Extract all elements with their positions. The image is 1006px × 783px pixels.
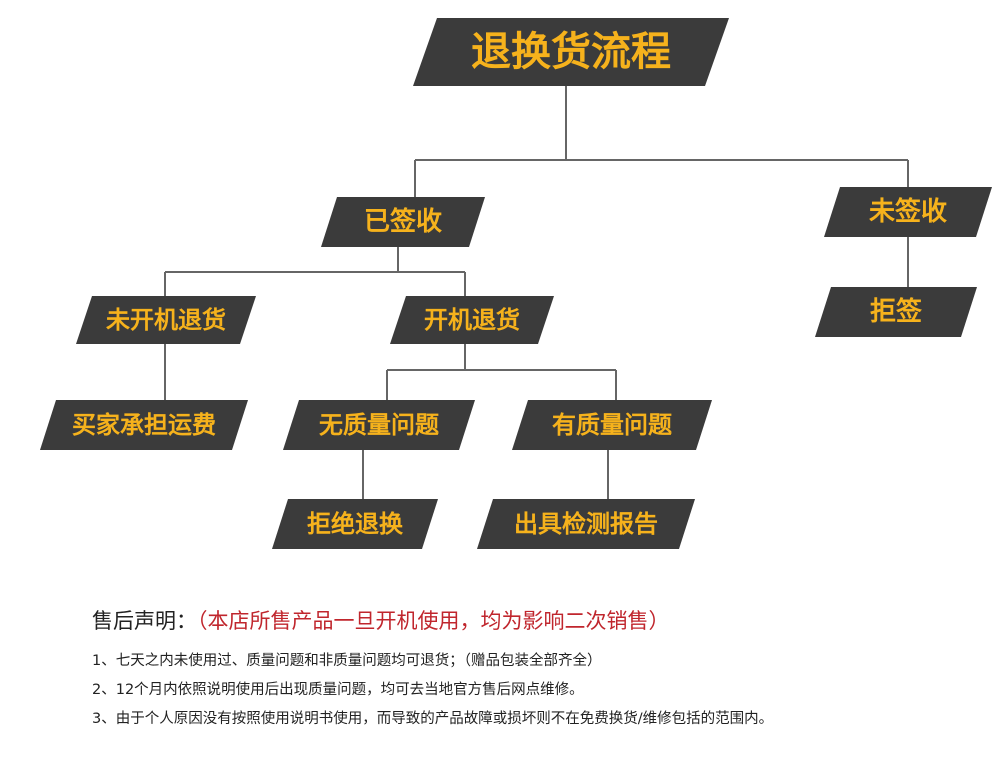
node-buyer-pays-shipping-label: 买家承担运费: [72, 411, 216, 439]
node-inspection-report: 出具检测报告: [477, 499, 695, 549]
node-powered-return: 开机退货: [390, 296, 554, 344]
node-has-quality-issue-label: 有质量问题: [552, 411, 672, 439]
node-refuse-exchange-shape: [272, 499, 438, 549]
flowchart-title-box: 退换货流程: [413, 18, 729, 86]
node-no-quality-issue: 无质量问题: [283, 400, 475, 450]
node-not-powered-return-shape: [76, 296, 256, 344]
node-refuse-exchange: 拒绝退换: [272, 499, 438, 549]
node-has-quality-issue-shape: [512, 400, 712, 450]
node-signed: 已签收: [321, 197, 485, 247]
notice-line-1: 1、七天之内未使用过、质量问题和非质量问题均可退货；（赠品包装全部齐全）: [92, 653, 602, 669]
node-unsigned: 未签收: [824, 187, 992, 237]
notice-label: 售后声明：: [92, 609, 197, 633]
node-not-powered-return: 未开机退货: [76, 296, 256, 344]
node-signed-shape: [321, 197, 485, 247]
node-reject-shape: [815, 287, 977, 337]
node-refuse-exchange-label: 拒绝退换: [307, 510, 404, 538]
notice-line-2: 2、12个月内依照说明使用后出现质量问题，均可去当地官方售后网点维修。: [92, 682, 584, 698]
node-buyer-pays-shipping: 买家承担运费: [40, 400, 248, 450]
notice-line-3: 3、由于个人原因没有按照使用说明书使用，而导致的产品故障或损坏则不在免费换货/维…: [92, 711, 774, 727]
after-sales-notice: 售后声明：（本店所售产品一旦开机使用，均为影响二次销售） 1、七天之内未使用过、…: [92, 606, 972, 739]
node-no-quality-issue-shape: [283, 400, 475, 450]
node-reject-label: 拒签: [870, 296, 923, 327]
notice-headline: 售后声明：（本店所售产品一旦开机使用，均为影响二次销售）: [92, 606, 972, 636]
node-not-powered-return-label: 未开机退货: [106, 306, 226, 334]
node-powered-return-shape: [390, 296, 554, 344]
node-inspection-report-label: 出具检测报告: [514, 510, 658, 538]
node-unsigned-label: 未签收: [869, 196, 947, 227]
node-unsigned-shape: [824, 187, 992, 237]
flowchart-title-box-shape: [413, 18, 729, 86]
node-reject: 拒签: [815, 287, 977, 337]
node-has-quality-issue: 有质量问题: [512, 400, 712, 450]
notice-highlight: （本店所售产品一旦开机使用，均为影响二次销售）: [197, 609, 670, 633]
node-buyer-pays-shipping-shape: [40, 400, 248, 450]
flowchart-title-box-label: 退换货流程: [471, 29, 671, 75]
node-inspection-report-shape: [477, 499, 695, 549]
node-signed-label: 已签收: [364, 206, 442, 237]
node-powered-return-label: 开机退货: [424, 306, 520, 334]
node-no-quality-issue-label: 无质量问题: [319, 411, 439, 439]
